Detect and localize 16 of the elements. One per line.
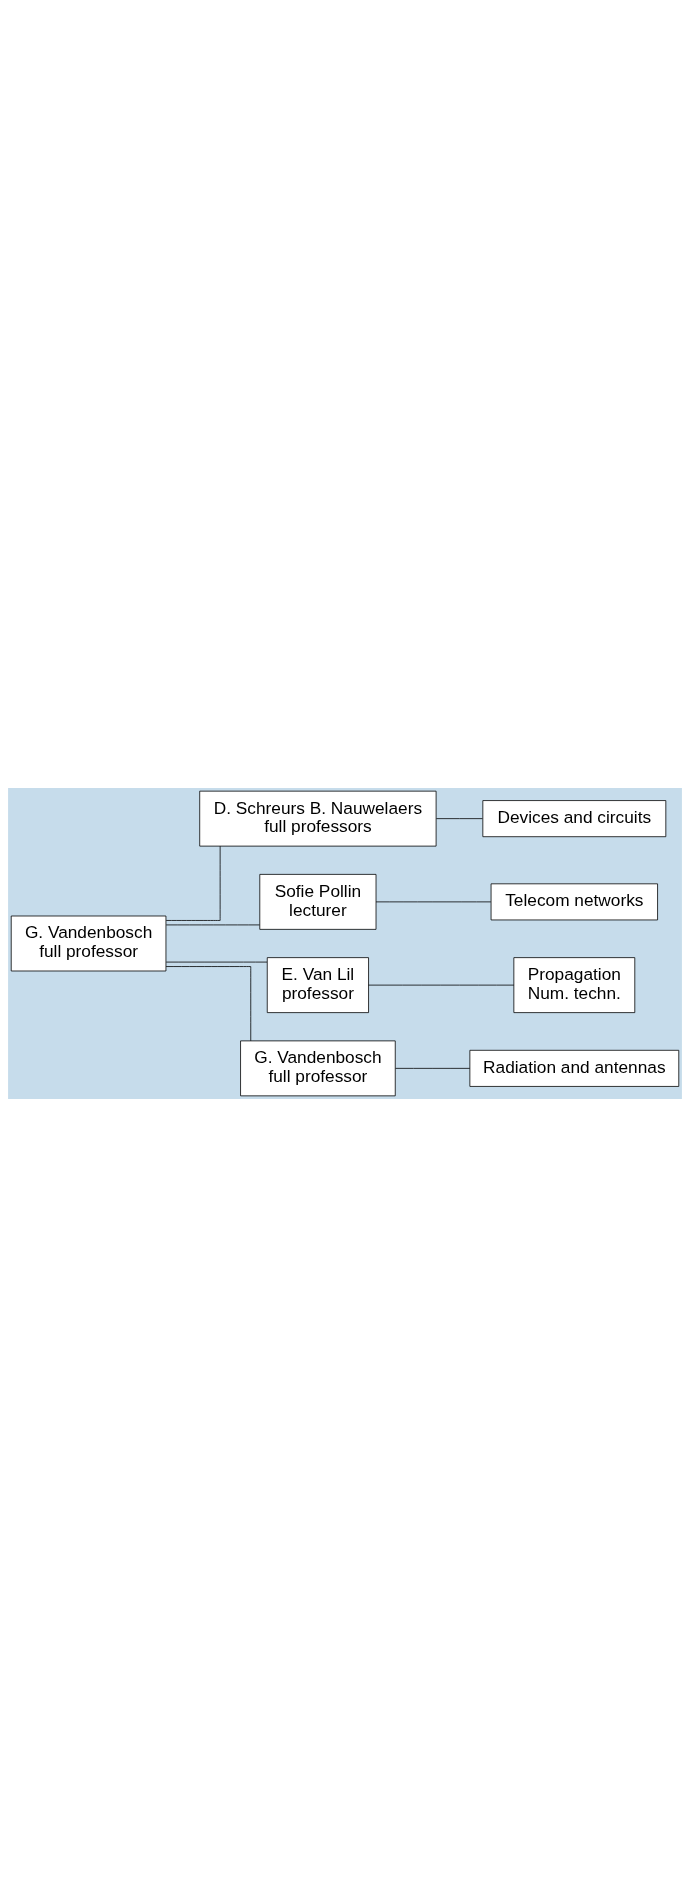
- node-box: D. Schreurs B. Nauwelaers full professors: [199, 790, 437, 847]
- node-box: Telecom networks: [490, 883, 658, 921]
- node-box: G. Vandenbosch full professor: [240, 1040, 396, 1097]
- connector: [165, 966, 252, 1042]
- connector: [165, 845, 221, 921]
- node-box: Sofie Pollin lecturer: [259, 874, 377, 930]
- connector: [435, 818, 483, 820]
- node-box: Devices and circuits: [482, 800, 667, 838]
- node-box: E. Van Lil professor: [266, 957, 369, 1013]
- node-box: Radiation and antennas: [469, 1049, 680, 1087]
- connector: [368, 984, 515, 986]
- connector: [165, 924, 260, 926]
- connector: [375, 901, 492, 903]
- connector: [395, 1067, 471, 1069]
- node-box: G. Vandenbosch full professor: [10, 915, 167, 972]
- node-box: Propagation Num. techn.: [513, 957, 636, 1013]
